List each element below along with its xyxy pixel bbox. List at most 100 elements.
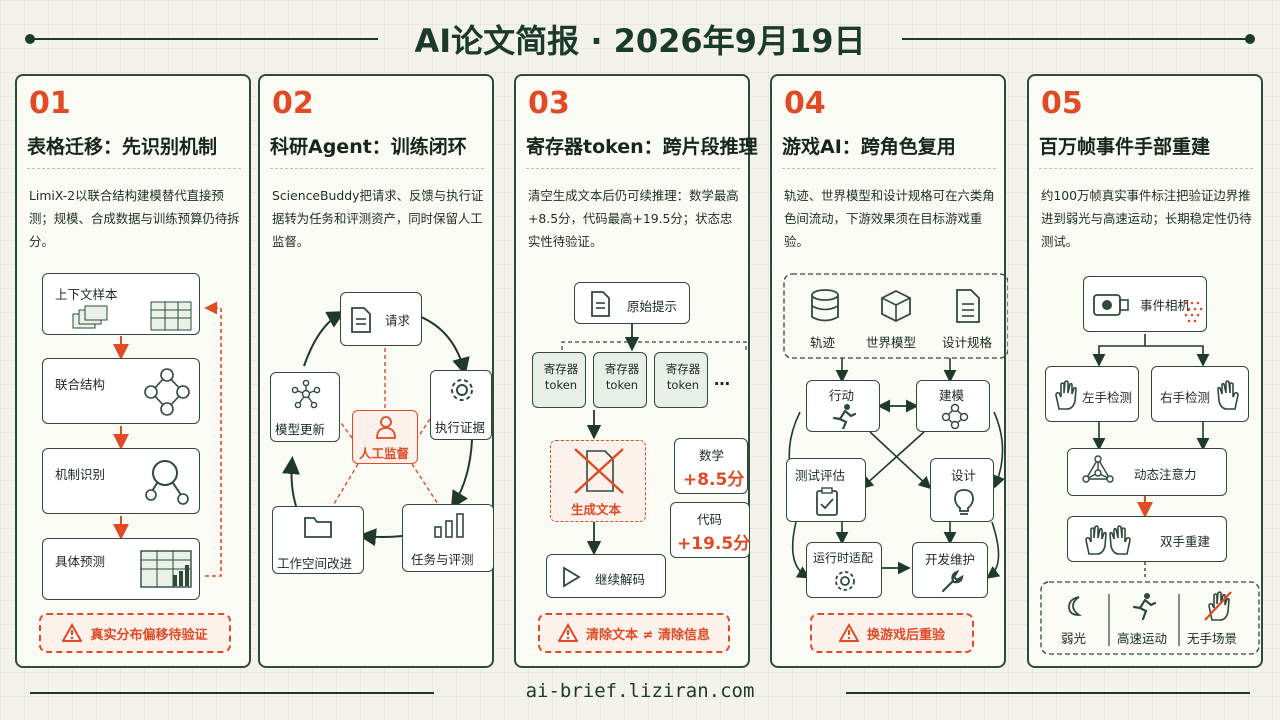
moon-icon: [1068, 596, 1082, 616]
node-label: 原始提示: [627, 299, 678, 314]
metric-value: +8.5分: [683, 470, 745, 490]
warning-badge: 真实分布偏移待验证: [39, 613, 231, 653]
warning-badge: 清除文本 ≠ 清除信息: [538, 613, 730, 653]
panel-description: 轨迹、世界模型和设计规格可在六类角色间流动，下游效果须在目标游戏重验。: [784, 188, 995, 249]
metric-label: 代码: [697, 512, 723, 527]
node-human-oversight: 人工监督: [352, 410, 418, 464]
footer-url: ai-brief.liziran.com: [525, 680, 755, 702]
panel-description: LimiX-2以联合结构建模替代直接预测；规模、合成数据与训练预算仍待拆分。: [29, 188, 240, 249]
node-two-hand-reconstruction: 双手重建: [1067, 516, 1227, 562]
node-generated-text-cleared: 生成文本: [550, 440, 646, 522]
node-right-hand-detection: 右手检测: [1151, 366, 1249, 422]
asset-label: 设计规格: [942, 335, 993, 350]
step-context-samples: 上下文样本: [42, 273, 200, 335]
node-label: 任务与评测: [411, 552, 474, 567]
flow-connectors: [561, 324, 747, 556]
clipboard-check-icon: [816, 487, 838, 516]
role-label: 运行时适配: [813, 551, 874, 565]
node-original-prompt: 原始提示: [574, 282, 690, 324]
metric-math: 数学 +8.5分: [674, 438, 748, 494]
role-label: 建模: [939, 388, 965, 403]
hand-icon: [1217, 380, 1239, 410]
panel-tabular-transfer: 01 表格迁移：先识别机制 LimiX-2以联合结构建模替代直接预测；规模、合成…: [15, 74, 251, 668]
divider: [1039, 168, 1253, 169]
more-tokens-ellipsis: …: [714, 370, 730, 389]
warning-text: 换游戏后重验: [866, 627, 945, 643]
node-execution-evidence: 执行证据: [430, 370, 492, 440]
node-label: 右手检测: [1160, 390, 1211, 405]
document-icon: [591, 291, 610, 317]
lightbulb-icon: [954, 489, 974, 515]
panel-description: ScienceBuddy把请求、反馈与执行证据转为任务和评测资产，同时保留人工监…: [272, 188, 484, 249]
panel-title: 百万帧事件手部重建: [1039, 136, 1211, 158]
panel-title: 表格迁移：先识别机制: [27, 136, 218, 158]
no-hand-icon: [1204, 591, 1232, 621]
magnifier-graph-icon: [145, 460, 189, 505]
footer-rule-left: [30, 692, 434, 694]
asset-label: 轨迹: [810, 335, 836, 350]
stacked-cards-icon: [72, 301, 192, 331]
register-token-1: 寄存器token: [532, 352, 586, 408]
asset-label: 世界模型: [866, 335, 917, 350]
register-token-2: 寄存器token: [593, 352, 647, 408]
running-person-icon: [832, 404, 857, 429]
person-icon: [376, 416, 396, 439]
divider: [526, 168, 740, 169]
warning-text: 清除文本 ≠ 清除信息: [586, 627, 710, 643]
condition-label: 弱光: [1061, 631, 1087, 646]
node-left-hand-detection: 左手检测: [1045, 366, 1139, 422]
panel-game-ai: 04 游戏AI：跨角色复用 轨迹、世界模型和设计规格可在六类角色间流动，下游效果…: [770, 74, 1008, 668]
page-title: AI论文简报 · 2026年9月19日: [414, 22, 866, 60]
token-label: 寄存器token: [665, 362, 701, 392]
play-icon: [563, 566, 581, 588]
role-connectors: [783, 273, 1008, 579]
step-label: 具体预测: [55, 554, 106, 569]
panel-register-token: 03 寄存器token：跨片段推理 清空生成文本后仍可续推理：数学最高+8.5分…: [514, 74, 758, 668]
step-joint-structure: 联合结构: [42, 358, 200, 424]
role-design: 设计: [930, 458, 994, 522]
step-label: 机制识别: [55, 467, 106, 482]
panel-description: 清空生成文本后仍可续推理：数学最高+8.5分，代码最高+19.5分；状态忠实性待…: [528, 188, 739, 249]
bar-chart-icon: [434, 513, 464, 538]
role-modeling: 建模: [916, 380, 990, 432]
step-mechanism-identification: 机制识别: [42, 448, 200, 514]
token-label: 寄存器token: [604, 362, 640, 392]
token-label: 寄存器token: [543, 362, 579, 392]
panel-number: 03: [528, 86, 570, 121]
database-icon: [811, 289, 839, 322]
node-request: 请求: [340, 292, 422, 346]
panel-title: 科研Agent：训练闭环: [270, 136, 467, 158]
warning-icon: [558, 623, 579, 642]
graph-nodes-icon: [144, 368, 190, 416]
event-dots-icon: [1184, 301, 1203, 323]
role-label: 测试评估: [795, 468, 846, 483]
two-hands-icon: [1085, 525, 1131, 555]
node-tasks-evaluation: 任务与评测: [402, 504, 494, 572]
header-rule-left: [30, 38, 378, 40]
node-label: 生成文本: [571, 502, 622, 517]
condition-label: 高速运动: [1117, 631, 1168, 646]
gear-icon: [835, 571, 855, 591]
network-icon: [291, 379, 321, 409]
crossed-document-icon: [574, 448, 624, 494]
header-rule-right: [902, 38, 1250, 40]
node-label: 模型更新: [275, 422, 326, 437]
panel-number: 02: [272, 86, 314, 121]
warning-badge: 换游戏后重验: [810, 613, 974, 653]
metric-value: +19.5分: [677, 534, 751, 554]
node-label: 左手检测: [1082, 390, 1133, 405]
node-label: 请求: [385, 313, 411, 328]
node-continue-decoding: 继续解码: [546, 554, 666, 598]
panel-research-agent: 02 科研Agent：训练闭环 ScienceBuddy把请求、反馈与执行证据转…: [258, 74, 494, 668]
wrench-icon: [941, 570, 964, 593]
role-action: 行动: [806, 380, 880, 432]
panel-number: 04: [784, 86, 826, 121]
footer-rule-right: [846, 692, 1250, 694]
attention-graph-icon: [1082, 455, 1114, 483]
register-token-3: 寄存器token: [654, 352, 708, 408]
node-label: 双手重建: [1160, 534, 1211, 549]
node-label: 人工监督: [359, 446, 410, 461]
gear-icon: [451, 379, 473, 401]
camera-icon: [1093, 294, 1129, 316]
panel-number: 01: [29, 86, 71, 121]
